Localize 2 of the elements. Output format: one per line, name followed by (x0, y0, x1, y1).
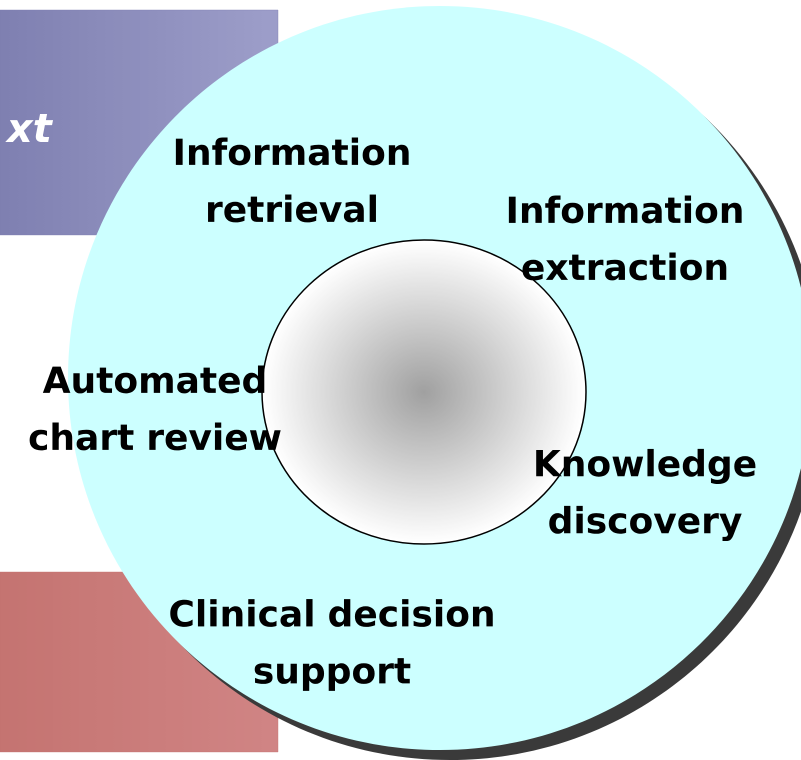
topic-label: Clinical decision support (170, 599, 493, 691)
topic-label: Information extraction (508, 196, 742, 280)
